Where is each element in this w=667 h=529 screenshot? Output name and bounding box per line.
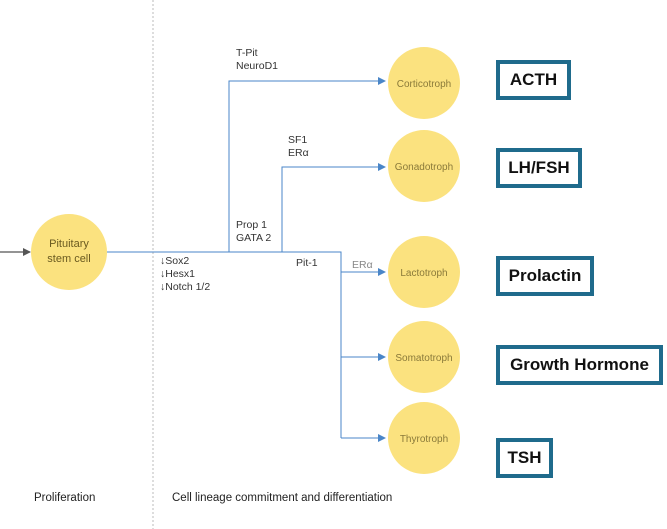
hormone-box-gh: Growth Hormone	[496, 345, 663, 385]
down-notch: ↓Notch 1/2	[160, 281, 211, 293]
down-hesx1: ↓Hesx1	[160, 268, 196, 280]
tpit-line-1: T-Pit	[236, 47, 258, 59]
differentiation-label: Cell lineage commitment and differentiat…	[172, 492, 393, 504]
somatotroph-circle	[388, 321, 460, 393]
corticotroph-label: Corticotroph	[397, 79, 451, 90]
sf1-line-2: ERα	[288, 147, 309, 159]
pit1-branch	[282, 251, 342, 438]
lactotroph-label: Lactotroph	[400, 268, 447, 279]
corticotroph-branch	[228, 77, 386, 252]
stem-cell-label-2: stem cell	[47, 253, 90, 265]
tpit-label: T-Pit NeuroD1	[236, 47, 278, 73]
lactotroph-circle	[388, 236, 460, 308]
hormone-box-lhfsh: LH/FSH	[496, 148, 582, 188]
stem-cell-label-1: Pituitary	[49, 238, 89, 250]
gonadotroph-branch	[281, 163, 386, 252]
thyrotroph-label: Thyrotroph	[400, 434, 448, 445]
pit1-label: Pit-1	[296, 257, 318, 269]
downregulated-list: ↓Sox2 ↓Hesx1 ↓Notch 1/2	[160, 255, 210, 294]
down-sox2: ↓Sox2	[160, 255, 190, 267]
corticotroph-circle	[388, 47, 460, 119]
prop1-label: Prop 1 GATA 2	[236, 219, 271, 245]
hormone-box-acth: ACTH	[496, 60, 571, 100]
proliferation-label: Proliferation	[34, 492, 96, 504]
sf1-label: SF1 ERα	[288, 134, 309, 160]
sf1-line-1: SF1	[288, 134, 308, 146]
prop1-line-2: GATA 2	[236, 232, 272, 244]
prop1-line-1: Prop 1	[236, 219, 267, 231]
stem-cell-circle	[31, 214, 107, 290]
tpit-line-2: NeuroD1	[236, 60, 279, 72]
gonadotroph-circle	[388, 130, 460, 202]
thyrotroph-circle	[388, 402, 460, 474]
hormone-box-prolactin: Prolactin	[496, 256, 594, 296]
somatotroph-label: Somatotroph	[395, 353, 452, 364]
gonadotroph-label: Gonadotroph	[395, 162, 453, 173]
hormone-box-tsh: TSH	[496, 438, 553, 478]
era-lacto-label: ERα	[352, 259, 373, 271]
